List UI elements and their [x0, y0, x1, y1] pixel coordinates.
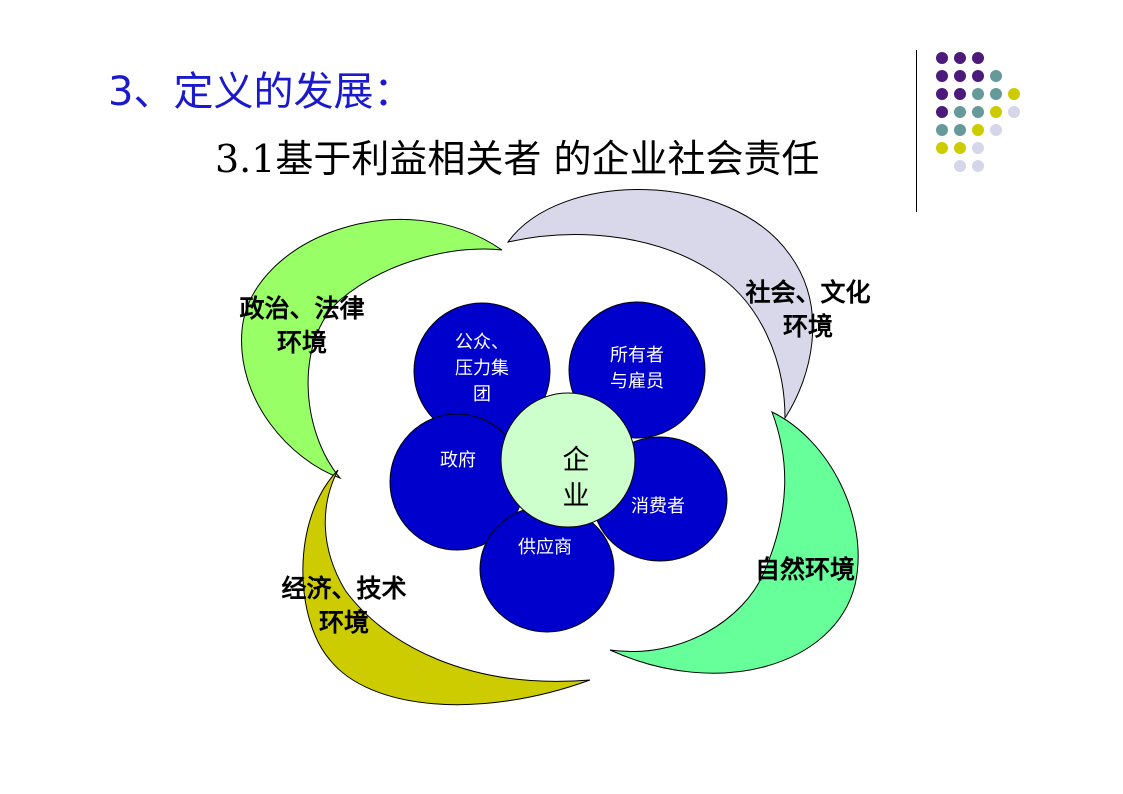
decorative-dot	[936, 142, 948, 154]
slide-subtitle: 3.1基于利益相关者 的企业社会责任	[215, 137, 820, 181]
decorative-dot	[936, 106, 948, 118]
petal-label-owners: 所有者 与雇员	[610, 345, 664, 392]
petal-label-consumers: 消费者	[631, 496, 685, 517]
petal-label-public: 公众、 压力集 团	[455, 332, 509, 405]
decorative-dot	[972, 160, 984, 172]
arc-politics	[241, 218, 503, 480]
decorative-dot	[936, 88, 948, 100]
petal-label-suppliers: 供应商	[518, 537, 572, 558]
arc-nature	[609, 411, 859, 674]
decorative-dot	[954, 142, 966, 154]
center-circle	[500, 392, 636, 528]
decorative-dot	[1008, 106, 1020, 118]
decorative-dot	[936, 52, 948, 64]
decorative-dot	[954, 88, 966, 100]
decorative-dot	[990, 70, 1002, 82]
decorative-dot	[954, 160, 966, 172]
decorative-dot	[954, 70, 966, 82]
env-label-society: 社会、文化 环境	[745, 278, 871, 341]
center-label: 企 业	[562, 445, 590, 512]
decorative-dot	[1008, 88, 1020, 100]
env-label-politics: 政治、法律 环境	[239, 294, 365, 357]
decorative-dot	[972, 106, 984, 118]
decorative-dot	[972, 124, 984, 136]
slide-title: 3、定义的发展：	[108, 69, 414, 115]
decorative-dot	[990, 88, 1002, 100]
arc-economy	[302, 469, 591, 706]
decorative-dot	[972, 70, 984, 82]
decorative-dot	[990, 106, 1002, 118]
decorative-dot	[990, 124, 1002, 136]
petal-label-government: 政府	[440, 450, 476, 471]
decorative-dot	[972, 88, 984, 100]
env-label-economy: 经济、技术 环境	[281, 574, 407, 637]
decorative-dot	[954, 52, 966, 64]
decorative-dot	[972, 142, 984, 154]
env-label-nature: 自然环境	[754, 555, 855, 584]
divider-line	[916, 50, 917, 212]
petal-suppliers	[479, 505, 615, 633]
arc-society	[506, 189, 814, 420]
decorative-dot	[972, 52, 984, 64]
decorative-dot	[954, 106, 966, 118]
decorative-dot	[954, 124, 966, 136]
decorative-dot	[936, 70, 948, 82]
decorative-dot	[936, 124, 948, 136]
